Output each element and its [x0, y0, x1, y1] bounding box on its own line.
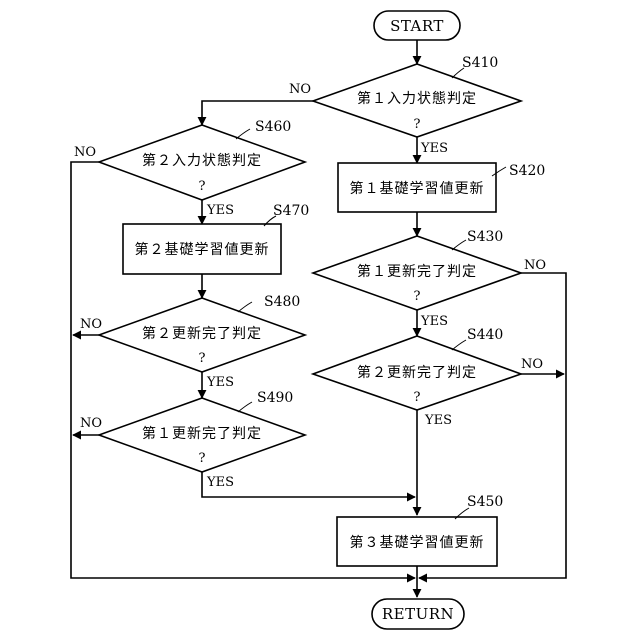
- start-terminal: START: [374, 11, 460, 40]
- s490-question: ?: [199, 451, 206, 466]
- decision-s490: 第１更新完了判定 ? S490: [99, 390, 305, 472]
- s480-text: 第２更新完了判定: [142, 325, 262, 342]
- s410-yes-label: YES: [420, 141, 448, 156]
- s470-ref: S470: [273, 203, 309, 219]
- start-label: START: [390, 17, 444, 35]
- s420-ref: S420: [509, 163, 545, 179]
- s490-text: 第１更新完了判定: [142, 425, 262, 442]
- s480-no-label: NO: [80, 317, 102, 332]
- s430-ref: S430: [467, 229, 503, 245]
- s440-ref: S440: [467, 327, 503, 343]
- process-s450: 第３基礎学習値更新 S450: [337, 494, 503, 566]
- s480-leader: [238, 302, 252, 312]
- s420-text: 第１基礎学習値更新: [350, 180, 485, 197]
- s480-yes-label: YES: [206, 375, 234, 390]
- s440-text: 第２更新完了判定: [357, 364, 477, 381]
- s440-question: ?: [414, 390, 421, 405]
- decision-s410: 第１入力状態判定 ? S410: [313, 55, 521, 137]
- s440-leader: [452, 340, 466, 350]
- s460-leader: [236, 129, 250, 139]
- s490-ref: S490: [257, 390, 293, 406]
- s460-question: ?: [199, 179, 206, 194]
- s440-no-label: NO: [521, 357, 543, 372]
- s430-text: 第１更新完了判定: [357, 263, 477, 280]
- s490-leader: [238, 402, 252, 412]
- s450-ref: S450: [467, 494, 503, 510]
- s460-ref: S460: [255, 119, 291, 135]
- s430-question: ?: [414, 289, 421, 304]
- s430-leader: [452, 240, 466, 250]
- return-label: RETURN: [382, 605, 454, 623]
- s410-no-label: NO: [289, 82, 311, 97]
- s460-text: 第２入力状態判定: [142, 152, 262, 169]
- s410-text: 第１入力状態判定: [357, 90, 477, 107]
- decision-s440: 第２更新完了判定 ? S440: [313, 327, 521, 410]
- s470-text: 第２基礎学習値更新: [135, 241, 270, 258]
- s440-yes-label: YES: [424, 413, 452, 428]
- s490-no-label: NO: [80, 416, 102, 431]
- decision-s480: 第２更新完了判定 ? S480: [99, 294, 305, 372]
- process-s420: 第１基礎学習値更新 S420: [338, 163, 545, 212]
- s430-no-label: NO: [524, 258, 546, 273]
- return-terminal: RETURN: [372, 599, 464, 629]
- s480-question: ?: [199, 351, 206, 366]
- s410-question: ?: [414, 117, 421, 132]
- s460-yes-label: YES: [206, 203, 234, 218]
- s480-ref: S480: [264, 294, 300, 310]
- s490-yes-label: YES: [206, 475, 234, 490]
- decision-s430: 第１更新完了判定 ? S430: [313, 229, 521, 310]
- s450-text: 第３基礎学習値更新: [350, 534, 485, 551]
- s460-no-label: NO: [74, 145, 96, 160]
- decision-s460: 第２入力状態判定 ? S460: [99, 119, 305, 200]
- s410-ref: S410: [462, 55, 498, 71]
- s430-yes-label: YES: [420, 314, 448, 329]
